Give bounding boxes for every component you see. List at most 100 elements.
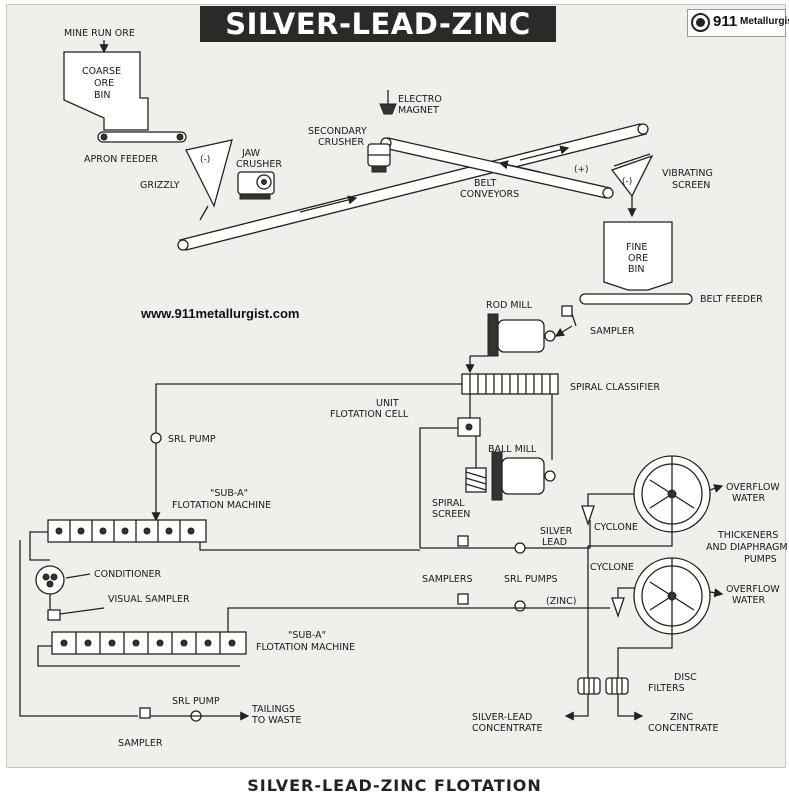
cell-line bbox=[419, 427, 458, 548]
label-overflow-1: OVERFLOW bbox=[726, 482, 780, 493]
label-coarse: COARSE bbox=[82, 66, 121, 77]
srl-pump-left bbox=[150, 432, 162, 444]
label-cyclone-2: CYCLONE bbox=[590, 562, 634, 573]
sub-a-machine-2 bbox=[51, 631, 247, 655]
thickener-1 bbox=[633, 455, 711, 533]
logo-mark-icon bbox=[691, 13, 710, 32]
logo-number: 911 bbox=[713, 13, 738, 30]
sub-a-machine-1 bbox=[47, 519, 207, 543]
cyclone-2 bbox=[611, 597, 625, 619]
label-zinc-conc-2: CONCENTRATE bbox=[648, 723, 719, 734]
label-fine-bin: BIN bbox=[628, 264, 644, 275]
label-zinc: (ZINC) bbox=[546, 596, 576, 607]
label-rod-mill: ROD MILL bbox=[486, 300, 533, 311]
page-title: SILVER-LEAD-ZINC bbox=[225, 7, 531, 41]
recirc-1 bbox=[29, 531, 50, 561]
label-silver-lead-conc: SILVER-LEAD bbox=[472, 712, 532, 723]
silver-lead-line bbox=[420, 520, 591, 549]
sampler-top bbox=[561, 305, 577, 327]
label-secondary: SECONDARY bbox=[308, 126, 367, 137]
footer-caption: SILVER-LEAD-ZINC FLOTATION bbox=[247, 776, 542, 795]
thickener-2 bbox=[633, 557, 711, 635]
label-lead: LEAD bbox=[542, 537, 567, 548]
label-flotation-cell: FLOTATION CELL bbox=[330, 409, 409, 420]
label-srl-pumps: SRL PUMPS bbox=[504, 574, 558, 585]
label-tailings: TAILINGS bbox=[251, 704, 295, 715]
label-apron-feeder: APRON FEEDER bbox=[84, 154, 158, 165]
logo-word: Metallurgist bbox=[740, 16, 789, 27]
label-to-waste: TO WASTE bbox=[251, 715, 302, 726]
jaw-crusher bbox=[237, 171, 275, 200]
label-silver: SILVER bbox=[540, 526, 573, 537]
brand-logo: 911 Metallurgist bbox=[687, 9, 789, 37]
vibrating-screen bbox=[610, 153, 654, 218]
label-bin: BIN bbox=[94, 90, 110, 101]
label-spiral-screen: SCREEN bbox=[432, 509, 470, 520]
fine-ore-bin bbox=[603, 221, 673, 291]
ball-mill bbox=[491, 451, 556, 501]
cyclone-1 bbox=[581, 505, 595, 527]
zinc-out bbox=[617, 694, 644, 721]
label-silver-lead-conc-2: CONCENTRATE bbox=[472, 723, 543, 734]
label-pumps: PUMPS bbox=[744, 554, 777, 565]
label-fine: FINE bbox=[626, 242, 647, 253]
label-ore: ORE bbox=[94, 78, 114, 89]
label-srl-pump: SRL PUMP bbox=[168, 434, 216, 445]
silver-lead-out bbox=[564, 694, 589, 721]
label-cyclone-1: CYCLONE bbox=[594, 522, 638, 533]
label-crusher: CRUSHER bbox=[236, 159, 282, 170]
label-plus: (+) bbox=[574, 165, 589, 175]
disc-filter-zinc bbox=[605, 677, 629, 695]
label-belt-feeder: BELT FEEDER bbox=[700, 294, 763, 305]
conditioner bbox=[35, 565, 65, 595]
label-machine-2: FLOTATION MACHINE bbox=[256, 642, 355, 653]
label-belt: BELT bbox=[474, 178, 497, 189]
label-jaw: JAW bbox=[241, 148, 261, 159]
label-machine-1: FLOTATION MACHINE bbox=[172, 500, 271, 511]
conditioner-pointer bbox=[65, 573, 91, 579]
label-thickeners: THICKENERS bbox=[717, 530, 778, 541]
label-fine-ore: ORE bbox=[628, 253, 648, 264]
unit-flotation-cell bbox=[457, 417, 481, 437]
conc-line-1 bbox=[199, 542, 420, 551]
label-sub-a-1: "SUB-A" bbox=[210, 488, 248, 499]
label-vibrating: VIBRATING bbox=[662, 168, 713, 179]
label-unit: UNIT bbox=[376, 398, 399, 409]
grizzly-chute bbox=[199, 205, 209, 221]
belt-conveyors bbox=[177, 123, 649, 251]
website-url: www.911metallurgist.com bbox=[141, 306, 300, 321]
label-grizzly: GRIZZLY bbox=[140, 180, 180, 191]
rod-mill bbox=[465, 313, 573, 374]
label-electro: ELECTRO bbox=[398, 94, 442, 105]
overflow-line bbox=[151, 383, 462, 522]
label-visual-sampler: VISUAL SAMPLER bbox=[108, 594, 190, 605]
visual-sampler-pointer bbox=[59, 607, 105, 615]
label-secondary-crusher: CRUSHER bbox=[318, 137, 364, 148]
label-water-1: WATER bbox=[732, 493, 765, 504]
visual-sampler bbox=[47, 609, 61, 621]
secondary-crusher bbox=[367, 143, 391, 173]
sampler-bottom bbox=[139, 707, 151, 719]
recirc-2 bbox=[37, 645, 240, 667]
label-zinc-conc: ZINC bbox=[670, 712, 693, 723]
zinc-line bbox=[227, 607, 610, 632]
title-banner bbox=[200, 6, 556, 42]
samplers-mid bbox=[457, 535, 469, 605]
thickener-1-underflow bbox=[587, 532, 673, 678]
label-conveyors: CONVEYORS bbox=[460, 189, 519, 200]
label-ball-mill: BALL MILL bbox=[488, 444, 537, 455]
label-sampler-bottom: SAMPLER bbox=[118, 738, 163, 749]
label-srl-pump-bottom: SRL PUMP bbox=[172, 696, 220, 707]
label-screen: SCREEN bbox=[672, 180, 710, 191]
spiral-classifier bbox=[461, 373, 559, 395]
label-screen-minus: (-) bbox=[622, 177, 632, 187]
label-overflow-2: OVERFLOW bbox=[726, 584, 780, 595]
tailings-line bbox=[19, 540, 138, 717]
belt-feeder bbox=[579, 293, 693, 305]
overflow-arrow-2 bbox=[709, 588, 724, 598]
label-spiral-classifier: SPIRAL CLASSIFIER bbox=[570, 382, 660, 393]
overflow-arrow-1 bbox=[709, 484, 724, 493]
label-grizzly-minus: (-) bbox=[200, 155, 210, 165]
apron-feeder bbox=[97, 131, 187, 143]
